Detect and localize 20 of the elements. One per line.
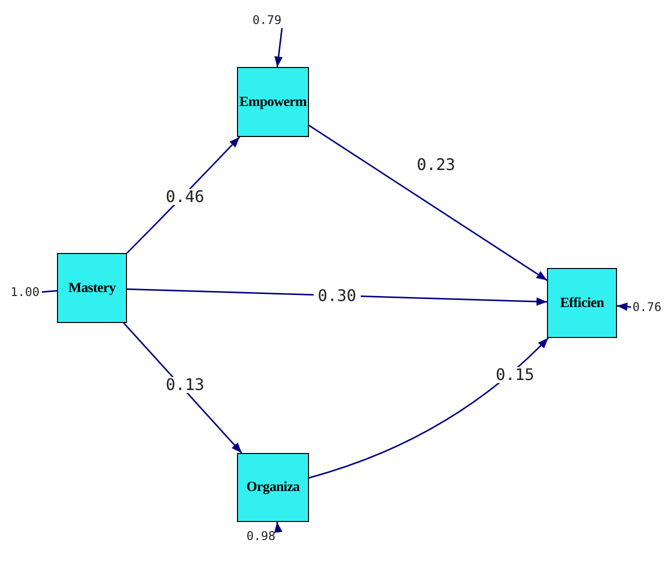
variable-box bbox=[237, 453, 309, 522]
arrow bbox=[123, 322, 242, 454]
variable-name: Empowerm bbox=[239, 94, 307, 112]
arrow bbox=[308, 124, 548, 281]
arrow bbox=[274, 28, 283, 68]
variable-name: Efficien bbox=[560, 294, 604, 312]
arrow bbox=[616, 302, 632, 311]
arrow bbox=[126, 288, 548, 306]
error-variance: 0.76 bbox=[630, 299, 664, 315]
arrow bbox=[274, 522, 282, 533]
error-variance: 1.00 bbox=[8, 284, 42, 300]
variable-name: Mastery bbox=[68, 280, 116, 298]
arrow bbox=[308, 337, 549, 479]
variable-box bbox=[237, 67, 309, 137]
error-variance: 0.98 bbox=[244, 528, 278, 544]
edge-label: 0.30 bbox=[314, 288, 360, 304]
variable-box bbox=[57, 253, 127, 323]
variable-box bbox=[547, 268, 617, 338]
variable-name: Organiza bbox=[246, 479, 300, 497]
error-variance: 0.79 bbox=[250, 12, 284, 28]
